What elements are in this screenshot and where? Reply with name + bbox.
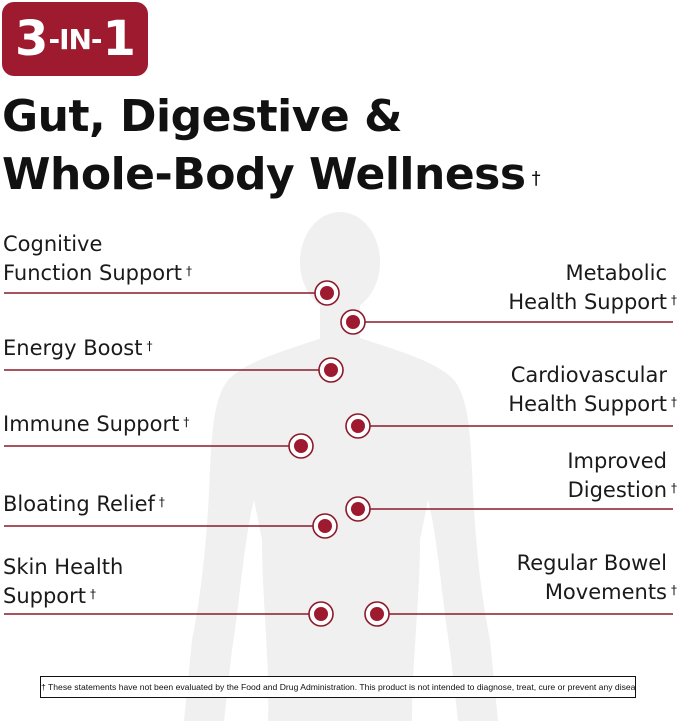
label-metabolic-line2: Health Support [508, 290, 667, 314]
marker-cardiovascular [345, 413, 371, 439]
label-immune-line1: Immune Support [3, 412, 180, 436]
marker-bloating [312, 513, 338, 539]
marker-digestion [345, 496, 371, 522]
marker-immune [288, 433, 314, 459]
marker-cognitive [314, 280, 340, 306]
label-skin-health: Skin Health Support† [3, 553, 123, 611]
dagger-mark: † [671, 395, 677, 409]
marker-metabolic [340, 309, 366, 335]
dagger-mark: † [158, 495, 165, 509]
label-digestion-line1: Improved [567, 449, 667, 473]
label-cardiovascular-line1: Cardiovascular [510, 363, 667, 387]
label-skin-line1: Skin Health [3, 555, 124, 579]
headline-dagger: † [531, 168, 541, 189]
three-in-one-badge: 3-IN-1 [2, 2, 148, 76]
headline: Gut, Digestive & Whole-Body Wellness† [2, 88, 541, 204]
label-bloating-relief: Bloating Relief† [3, 490, 165, 519]
label-cognitive-line2: Function Support [3, 261, 183, 285]
dagger-mark: † [671, 583, 677, 597]
label-cardiovascular-health: Cardiovascular† Health Support† [508, 361, 677, 419]
label-immune-support: Immune Support† [3, 410, 189, 439]
label-metabolic-line1: Metabolic [565, 261, 667, 285]
label-cognitive-line1: Cognitive [3, 232, 103, 256]
target-markers [288, 280, 390, 627]
marker-energy [318, 357, 344, 383]
label-digestion-line2: Digestion [567, 478, 667, 502]
label-energy-line1: Energy Boost [3, 336, 143, 360]
headline-line1: Gut, Digestive & [2, 91, 402, 142]
marker-skin [308, 601, 334, 627]
connector-lines [4, 292, 673, 615]
label-bloating-line1: Bloating Relief [3, 492, 155, 516]
dagger-mark: † [186, 264, 193, 278]
label-bowel-line2: Movements [544, 580, 667, 604]
label-cardiovascular-line2: Health Support [508, 392, 667, 416]
dagger-mark: † [183, 415, 190, 429]
label-skin-line2: Support [3, 584, 87, 608]
headline-line2: Whole-Body Wellness [2, 149, 526, 200]
label-energy-boost: Energy Boost† [3, 334, 152, 363]
dagger-mark: † [146, 339, 153, 353]
body-silhouette [184, 212, 498, 721]
badge-in: -IN- [48, 22, 102, 56]
label-cognitive-function: Cognitive Function Support† [3, 230, 192, 288]
label-regular-bowel: Regular Bowel† Movements† [517, 549, 677, 607]
marker-bowel [364, 601, 390, 627]
label-metabolic-health: Metabolic† Health Support† [508, 259, 677, 317]
label-bowel-line1: Regular Bowel [516, 551, 667, 575]
fda-disclaimer: † These statements have not been evaluat… [40, 676, 636, 698]
badge-number: 3 [15, 11, 48, 67]
label-improved-digestion: Improved† Digestion† [567, 447, 677, 505]
badge-number-2: 1 [102, 11, 136, 67]
dagger-mark: † [671, 481, 677, 495]
dagger-mark: † [671, 293, 677, 307]
dagger-mark: † [90, 587, 97, 601]
